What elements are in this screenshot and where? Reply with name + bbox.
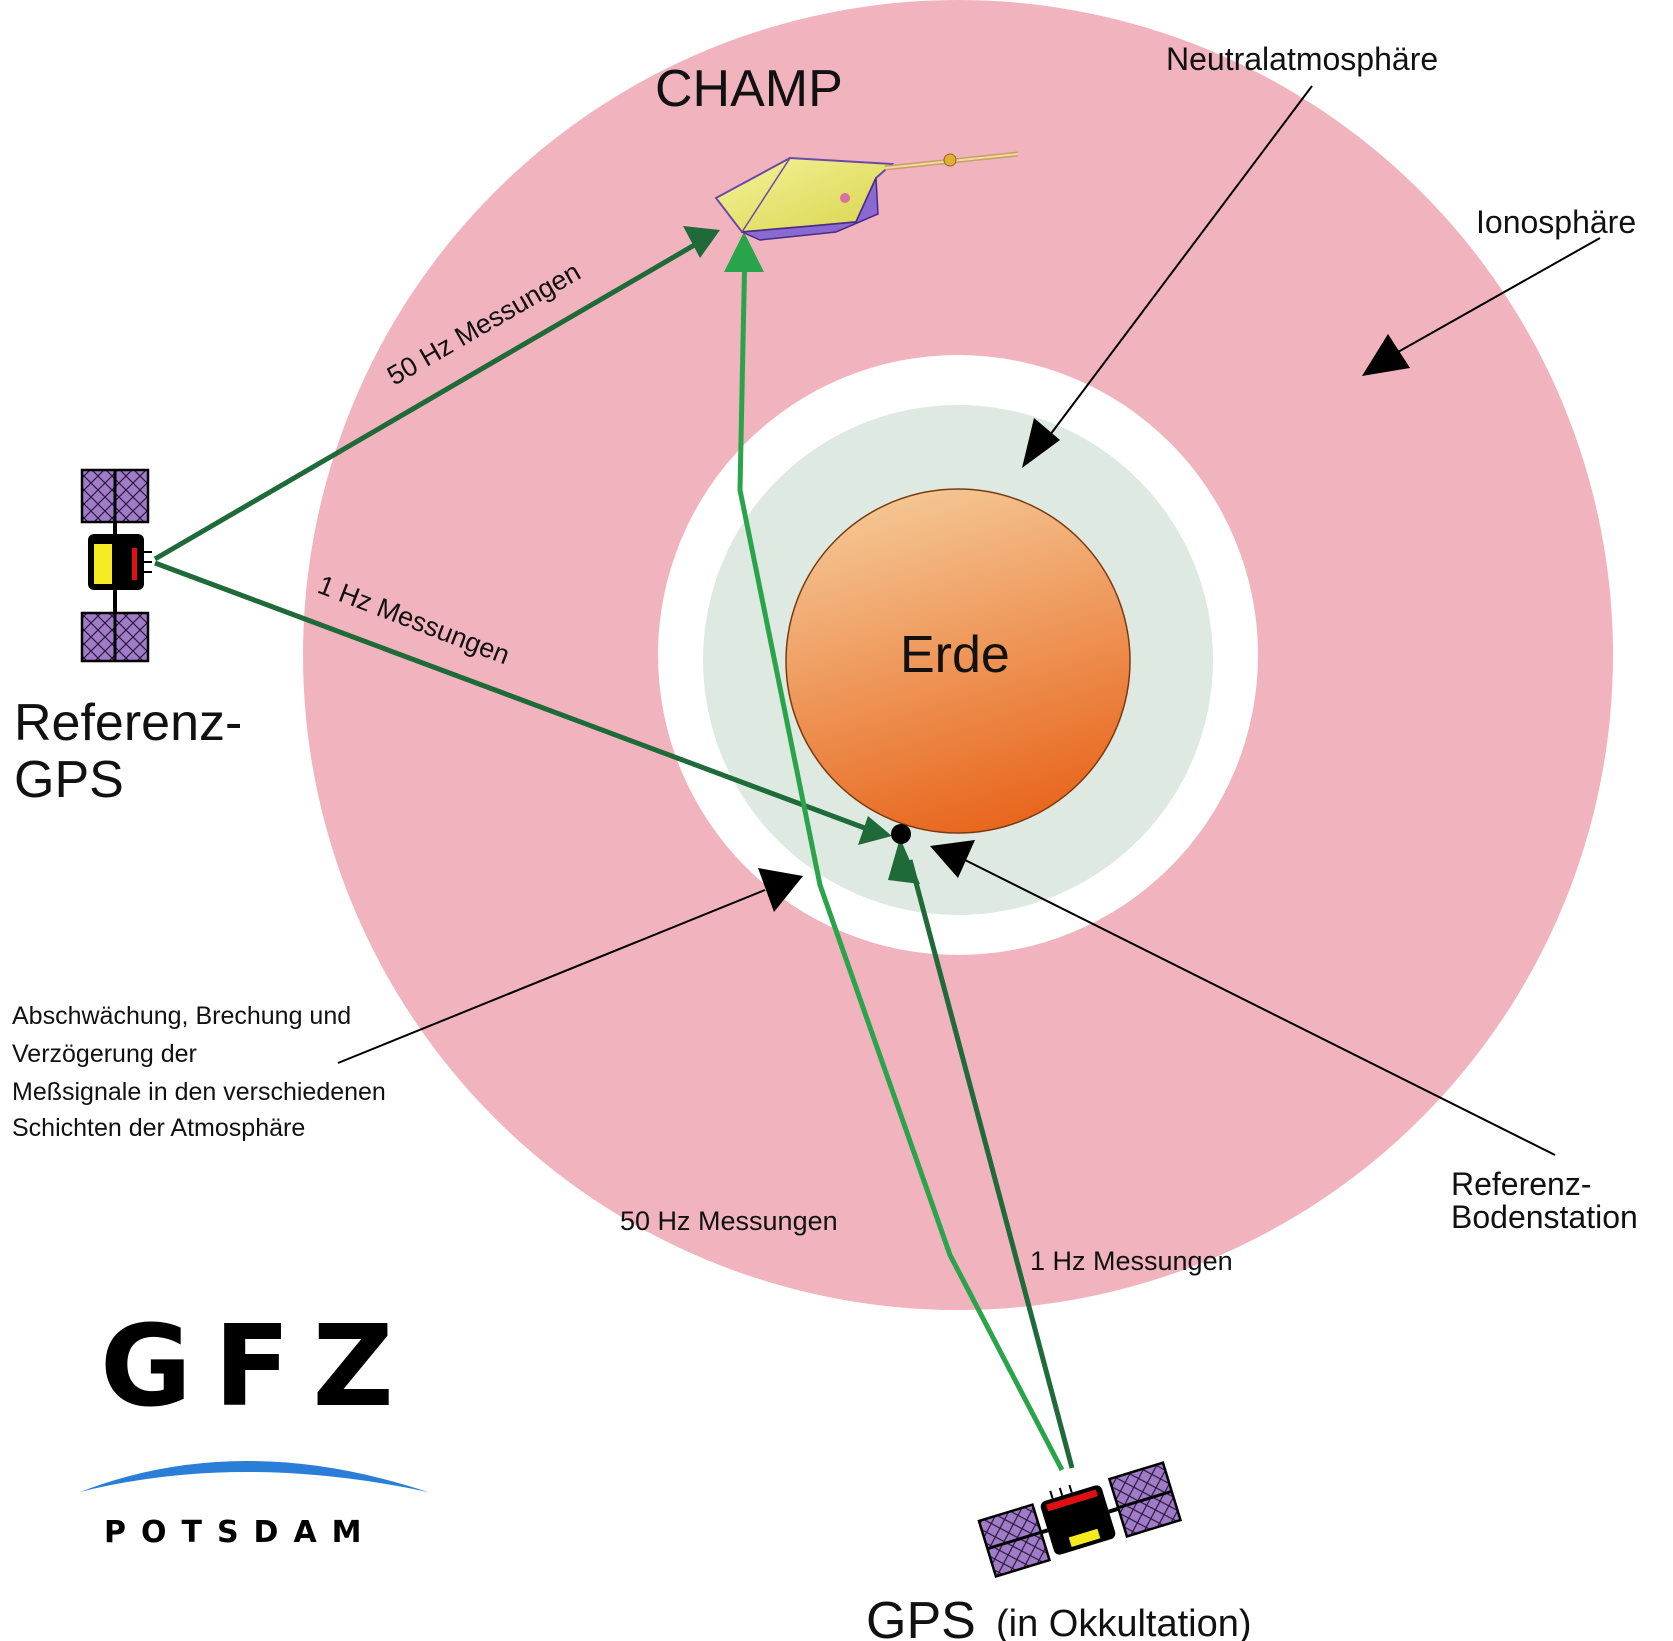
reference-gps-label-line1: Referenz-: [14, 694, 242, 752]
signal-50hz-refgps-champ: [153, 237, 705, 562]
pointer-note-arrowhead: [758, 868, 803, 912]
attenuation-note-line1: Abschwächung, Brechung und: [12, 1002, 351, 1030]
reference-gps-satellite: [80, 468, 152, 663]
arrowhead-station-2: [888, 838, 920, 884]
signal-label-1hz-bottom: 1 Hz Messungen: [1030, 1246, 1233, 1276]
pointer-neutral: [1049, 85, 1313, 436]
earth-label: Erde: [900, 626, 1010, 684]
gfz-logo: GFZ POTSDAM: [80, 1302, 428, 1550]
occultation-gps-satellite: [977, 1461, 1183, 1579]
pointer-ionosphere-arrowhead: [1362, 334, 1410, 376]
occultation-gps-sublabel: (in Okkultation): [996, 1603, 1252, 1641]
attenuation-note-line4: Schichten der Atmosphäre: [12, 1114, 305, 1142]
ionosphere-label: Ionosphäre: [1476, 204, 1636, 240]
pointer-note: [337, 889, 766, 1064]
gfz-logo-city: POTSDAM: [104, 1515, 377, 1550]
champ-satellite-icon: [714, 151, 1019, 241]
pointer-ionosphere: [1397, 237, 1601, 353]
attenuation-note-line3: Meßsignale in den verschiedenen: [12, 1078, 386, 1106]
gfz-logo-arc: [80, 1461, 428, 1492]
arrowhead-champ-1: [683, 226, 720, 258]
signal-1hz-occgps-station: [907, 859, 1075, 1469]
pointer-station-arrowhead: [930, 840, 975, 878]
ground-station-label-line2: Bodenstation: [1451, 1199, 1638, 1235]
arrowhead-champ-2: [724, 232, 764, 272]
attenuation-note-line2: Verzögerung der: [12, 1040, 197, 1068]
occultation-gps-label: GPS: [866, 1592, 976, 1641]
ground-station-dot-icon: [891, 824, 911, 844]
ground-station-label-line1: Referenz-: [1451, 1166, 1592, 1202]
champ-label: CHAMP: [655, 60, 843, 118]
signal-label-50hz-bottom: 50 Hz Messungen: [620, 1206, 838, 1236]
neutral-atmosphere-label: Neutralatmosphäre: [1166, 41, 1438, 77]
pointer-station: [964, 859, 1556, 1156]
reference-gps-label-line2: GPS: [14, 751, 124, 809]
arrowhead-station-1: [858, 816, 892, 845]
signal-1hz-refgps-station: [154, 560, 871, 833]
pointer-neutral-arrowhead: [1022, 418, 1060, 468]
signal-50hz-occgps-champ: [737, 244, 1065, 1472]
earth: [785, 488, 1131, 834]
gfz-logo-name: GFZ: [100, 1302, 416, 1432]
